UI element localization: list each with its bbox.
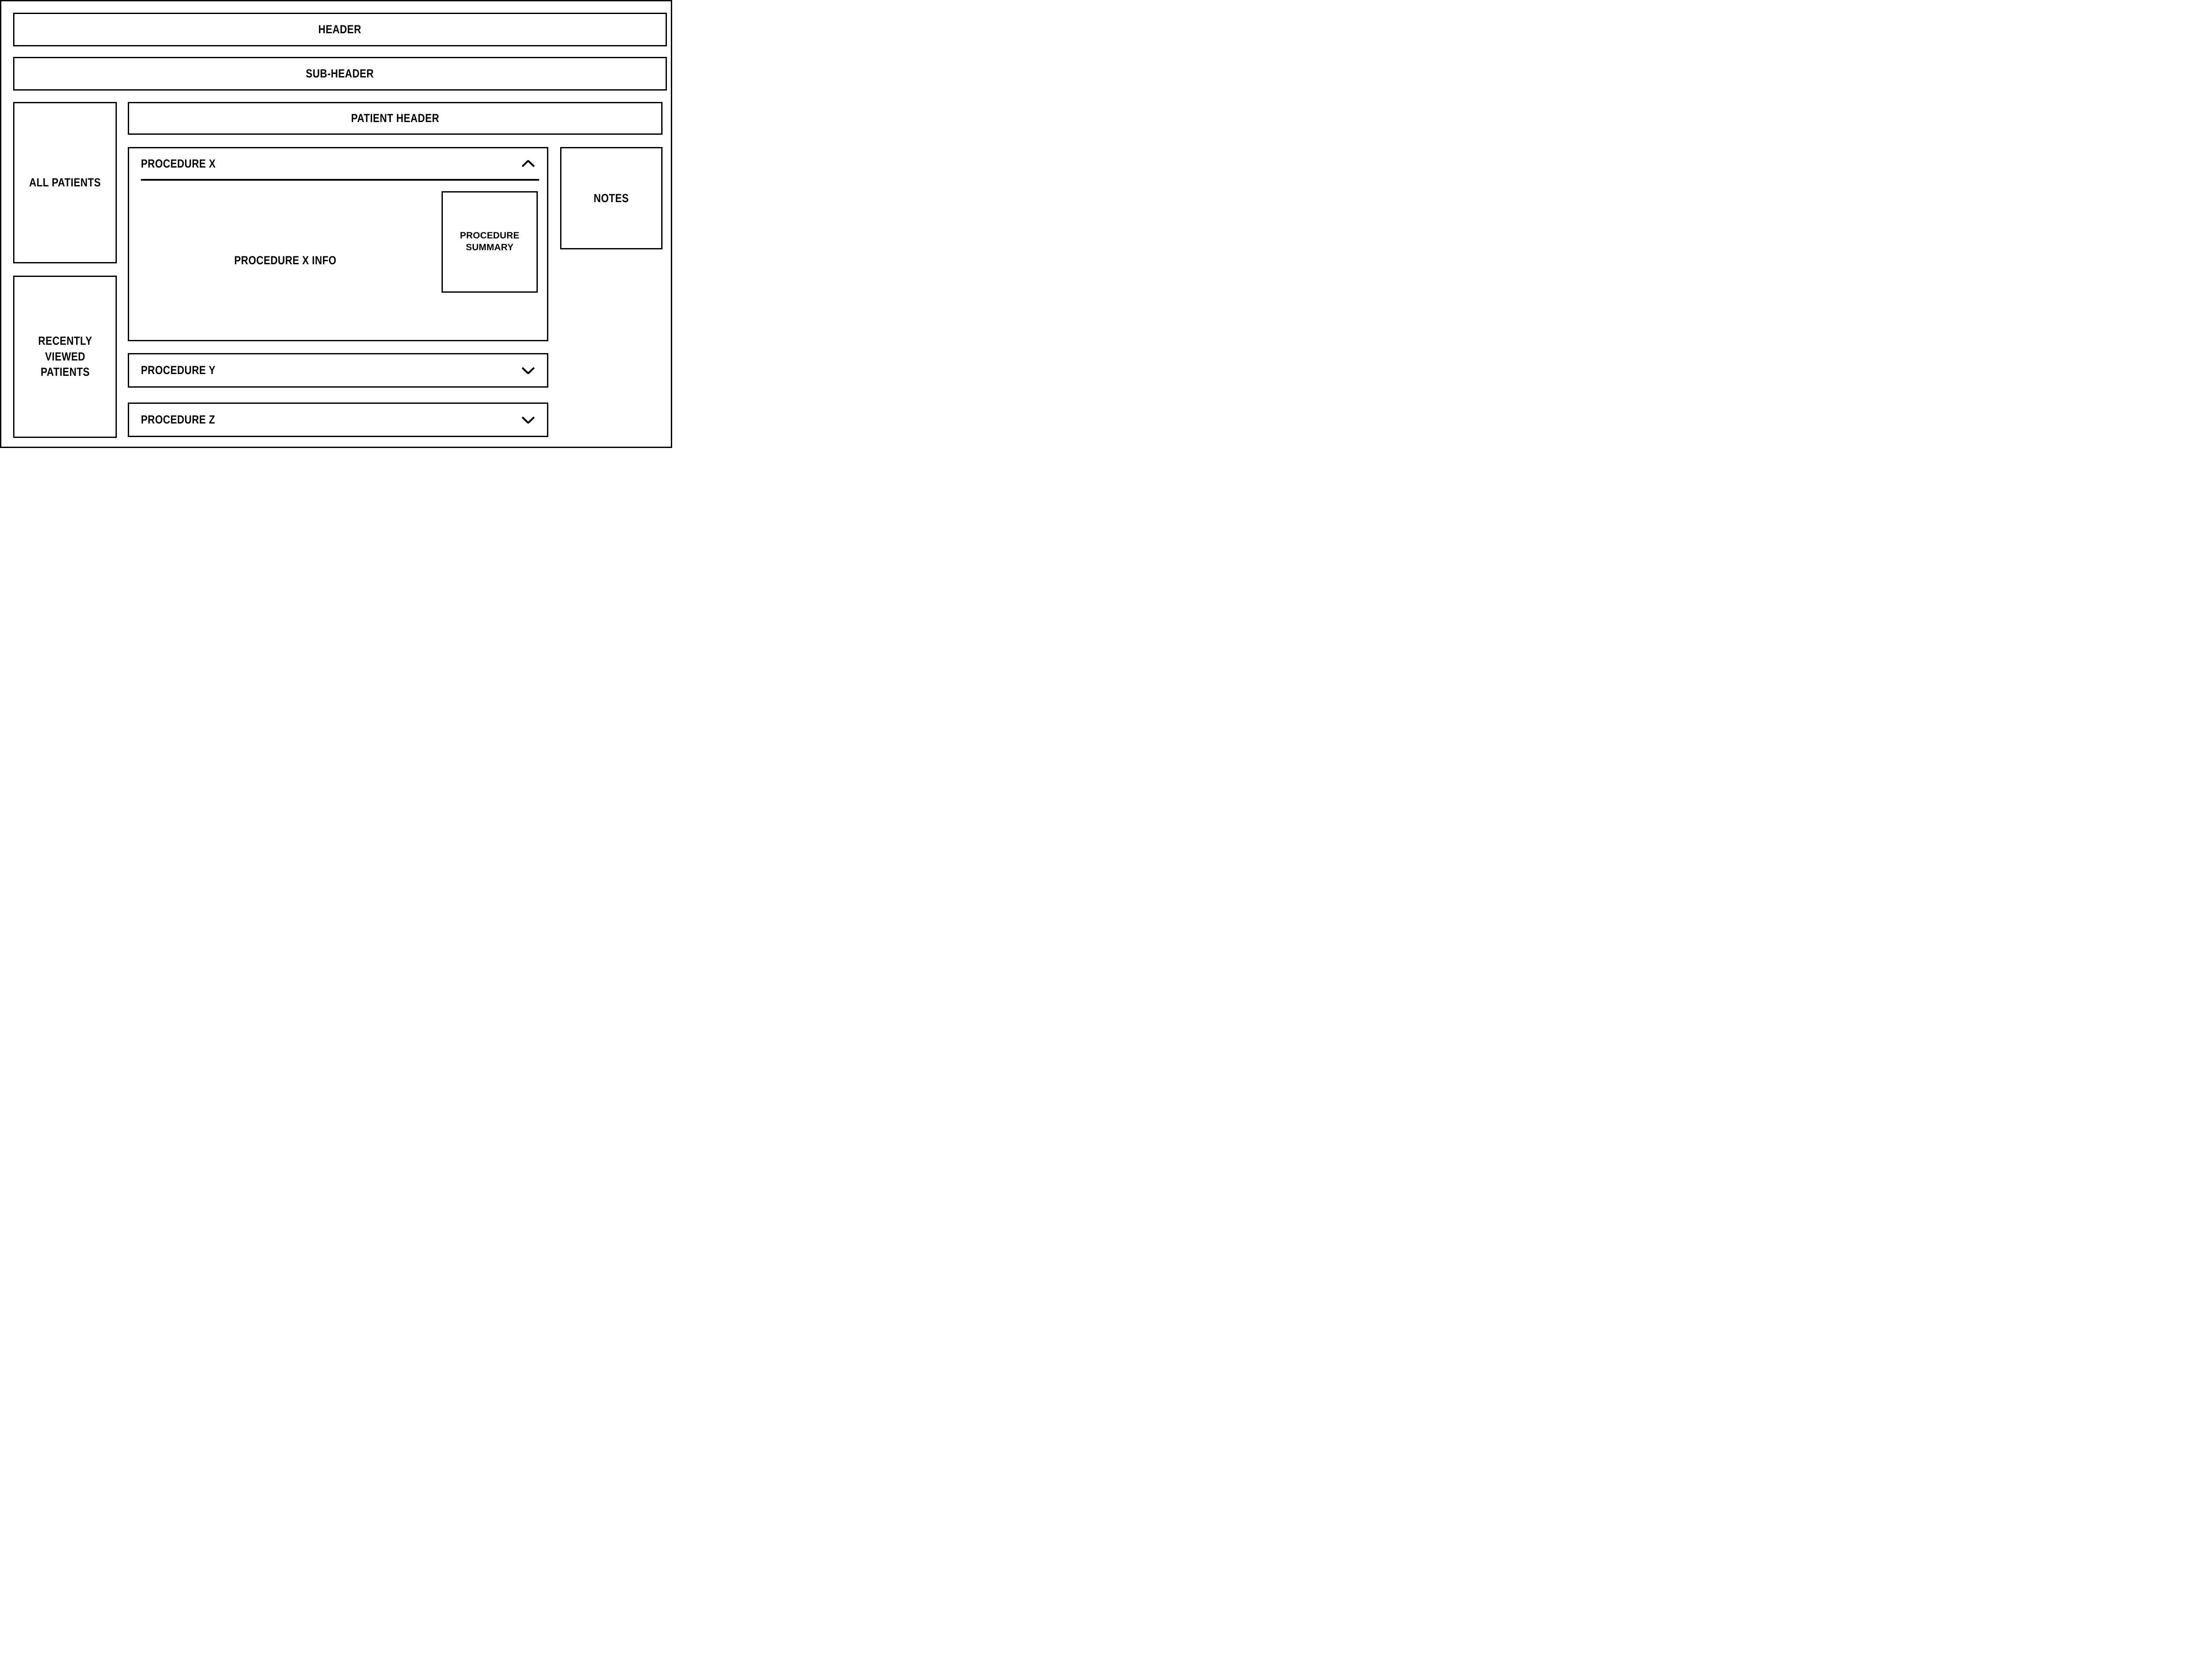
procedure-z-label: PROCEDURE Z — [141, 413, 215, 426]
notes-box[interactable]: NOTES — [560, 147, 663, 249]
subheader-bar: SUB-HEADER — [13, 57, 667, 91]
procedure-x-info-label: PROCEDURE X INFO — [234, 253, 337, 267]
chevron-down-icon[interactable] — [522, 416, 535, 424]
sidebar-all-patients[interactable]: ALL PATIENTS — [13, 102, 117, 263]
notes-label: NOTES — [593, 191, 629, 205]
procedure-summary-box: PROCEDURE SUMMARY — [442, 191, 538, 293]
header-bar: HEADER — [13, 13, 667, 46]
procedure-x-label: PROCEDURE X — [141, 157, 216, 170]
sidebar-recently-viewed-patients[interactable]: RECENTLY VIEWED PATIENTS — [13, 276, 117, 438]
procedure-x-info-area: PROCEDURE X INFO — [129, 181, 442, 340]
procedure-z-header[interactable]: PROCEDURE Z — [129, 404, 547, 436]
chevron-down-icon[interactable] — [522, 367, 535, 374]
procedure-x-panel: PROCEDURE X PROCEDURE X INFO PROCEDURE S… — [128, 147, 548, 341]
procedure-y-label: PROCEDURE Y — [141, 364, 216, 377]
procedure-y-header[interactable]: PROCEDURE Y — [129, 354, 547, 386]
patient-header-label: PATIENT HEADER — [351, 112, 439, 125]
header-label: HEADER — [318, 23, 362, 36]
all-patients-label: ALL PATIENTS — [29, 176, 101, 189]
procedure-x-header[interactable]: PROCEDURE X — [129, 148, 547, 179]
patient-header-bar: PATIENT HEADER — [128, 102, 663, 135]
recently-viewed-patients-label: RECENTLY VIEWED PATIENTS — [38, 334, 92, 379]
procedure-y-panel: PROCEDURE Y — [128, 353, 548, 388]
subheader-label: SUB-HEADER — [306, 67, 374, 80]
procedure-z-panel: PROCEDURE Z — [128, 402, 548, 437]
chevron-up-icon[interactable] — [522, 160, 535, 167]
procedure-x-separator — [141, 179, 539, 181]
procedure-summary-label: PROCEDURE SUMMARY — [460, 231, 519, 252]
page-frame: HEADER SUB-HEADER ALL PATIENTS RECENTLY … — [0, 0, 672, 448]
